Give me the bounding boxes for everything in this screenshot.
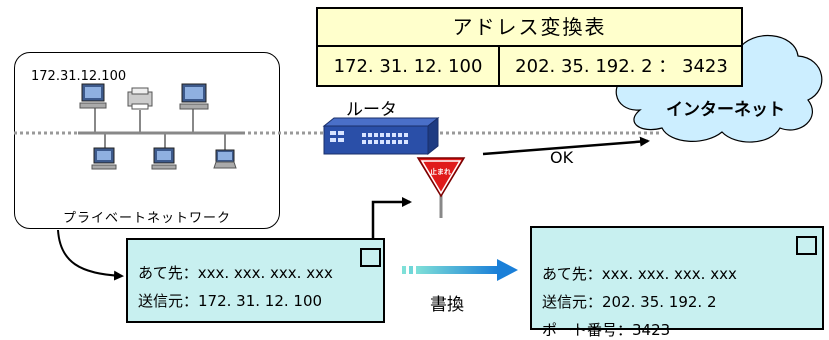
packet-destination: あて先：xxx. xxx. xxx. xxx: [542, 265, 737, 283]
rewrite-label: 書換: [430, 295, 464, 315]
private-address-cell: 172. 31. 12. 100: [318, 47, 500, 87]
private-network-caption: プライベートネットワーク: [62, 211, 231, 226]
packet-source: 送信元：202. 35. 192. 2: [542, 293, 717, 311]
packet-stamp-icon: [796, 236, 817, 255]
packet-after: あて先：xxx. xxx. xxx. xxx 送信元：202. 35. 192.…: [530, 226, 824, 339]
router-icon: [322, 116, 440, 156]
address-table: アドレス変換表 172. 31. 12. 100 202. 35. 192. 2…: [316, 7, 743, 87]
rewrite-arrow-icon: [402, 259, 518, 281]
router-label: ルータ: [346, 100, 397, 120]
packet-source: 送信元：172. 31. 12. 100: [138, 292, 323, 310]
packet-port: ポート番号：3423: [542, 321, 671, 339]
host-ip-label: 172.31.12.100: [31, 69, 127, 84]
address-table-title: アドレス変換表: [318, 9, 741, 47]
network-to-packet-arrow: [57, 229, 124, 281]
private-network-box: 172.31.12.100 プライベートネットワーク: [14, 52, 280, 229]
packet-to-stop-arrow: [371, 197, 412, 238]
global-address-cell: 202. 35. 192. 2 ： 3423: [515, 56, 728, 77]
packet-destination: あて先：xxx. xxx. xxx. xxx: [138, 264, 333, 282]
stop-sign-label: 止まれ: [430, 168, 451, 176]
ok-arrow: [482, 136, 650, 156]
packet-before: あて先：xxx. xxx. xxx. xxx 送信元：172. 31. 12. …: [126, 238, 385, 323]
internet-label: インターネット: [666, 100, 785, 120]
packet-stamp-icon: [360, 248, 381, 267]
ok-label: OK: [550, 148, 574, 167]
stop-sign-icon: [416, 157, 466, 218]
